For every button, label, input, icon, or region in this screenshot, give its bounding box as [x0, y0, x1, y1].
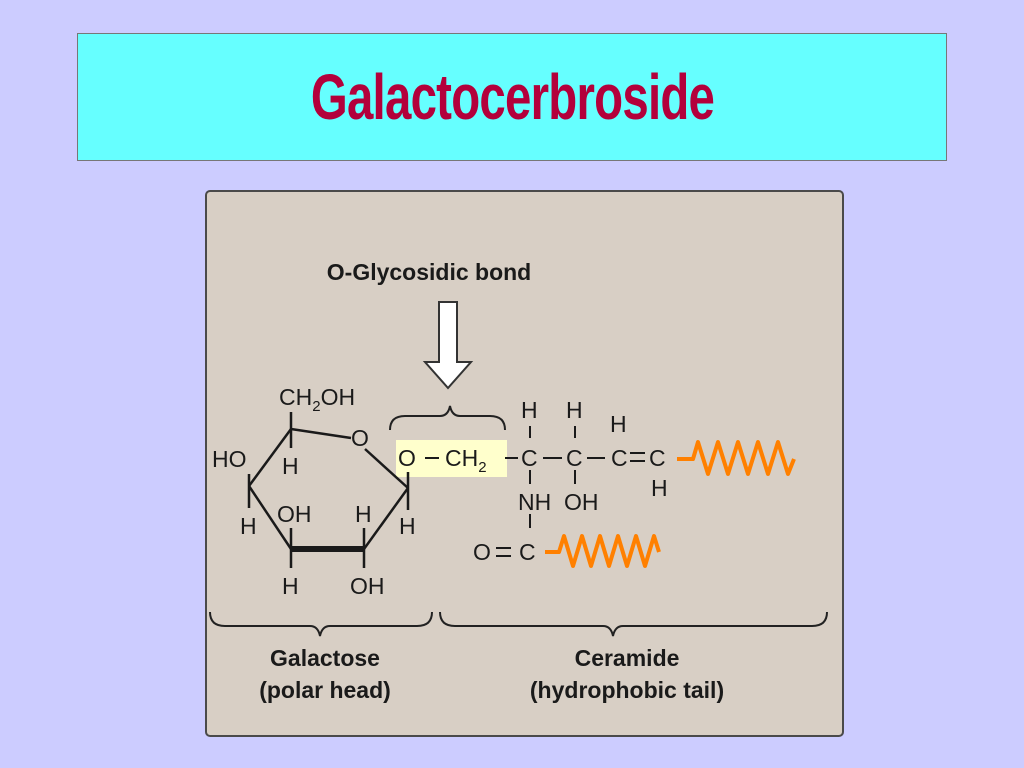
glycosidic-highlight [396, 440, 507, 477]
ceramide-c2: C [566, 445, 583, 471]
ch2-ch: CH [445, 445, 478, 471]
ceramide-h-b: H [566, 397, 583, 423]
ring-oxygen: O [351, 425, 369, 451]
arrow-down-icon [422, 301, 474, 390]
slide-title: Galactocerbroside [310, 61, 714, 133]
h-label-3: H [355, 501, 372, 527]
h-label-4: H [399, 513, 416, 539]
ceramide-h-c: H [610, 411, 627, 437]
oh-label-2: OH [350, 573, 385, 599]
ceramide-c3: C [611, 445, 628, 471]
svg-text:CH2: CH2 [445, 445, 487, 476]
h-label-2: H [240, 513, 257, 539]
carbonyl-carbon: C [519, 539, 536, 565]
ceramide-h-a: H [521, 397, 538, 423]
sphingosine-tail-zigzag [677, 440, 796, 476]
carbonyl-oxygen: O [473, 539, 491, 565]
diagram-panel: O-Glycosidic bond CH2O [205, 190, 844, 737]
ho-label: HO [212, 446, 247, 472]
ch2oh-ch: CH [279, 384, 312, 410]
ceramide-label: Ceramide [575, 645, 680, 671]
ceramide-nh: NH [518, 489, 551, 515]
ceramide-bonds [496, 426, 645, 557]
h-label-1: H [282, 453, 299, 479]
galactose-ring [247, 412, 410, 568]
svg-text:CH2OH: CH2OH [279, 384, 355, 415]
galactose-label: Galactose [270, 645, 380, 671]
ceramide-c4: C [649, 445, 666, 471]
title-box: Galactocerbroside [77, 33, 947, 161]
oh-label-1: OH [277, 501, 312, 527]
ch2oh-oh: OH [321, 384, 356, 410]
fatty-acid-tail-zigzag [545, 534, 661, 568]
ceramide-oh: OH [564, 489, 599, 515]
glycosidic-oxygen: O [398, 445, 416, 471]
hydrophobic-tail-label: (hydrophobic tail) [530, 677, 724, 703]
ceramide-c1: C [521, 445, 538, 471]
ceramide-brace [439, 611, 828, 637]
ceramide-h-d: H [651, 475, 668, 501]
ch2-sub: 2 [478, 459, 486, 476]
polar-head-label: (polar head) [259, 677, 391, 703]
galactose-brace [209, 611, 433, 637]
galactocerebroside-structure: O-Glycosidic bond CH2O [209, 259, 828, 703]
linkage-brace [389, 405, 506, 431]
ch2oh-sub: 2 [312, 398, 320, 415]
bond-label: O-Glycosidic bond [327, 259, 531, 285]
h-label-5: H [282, 573, 299, 599]
